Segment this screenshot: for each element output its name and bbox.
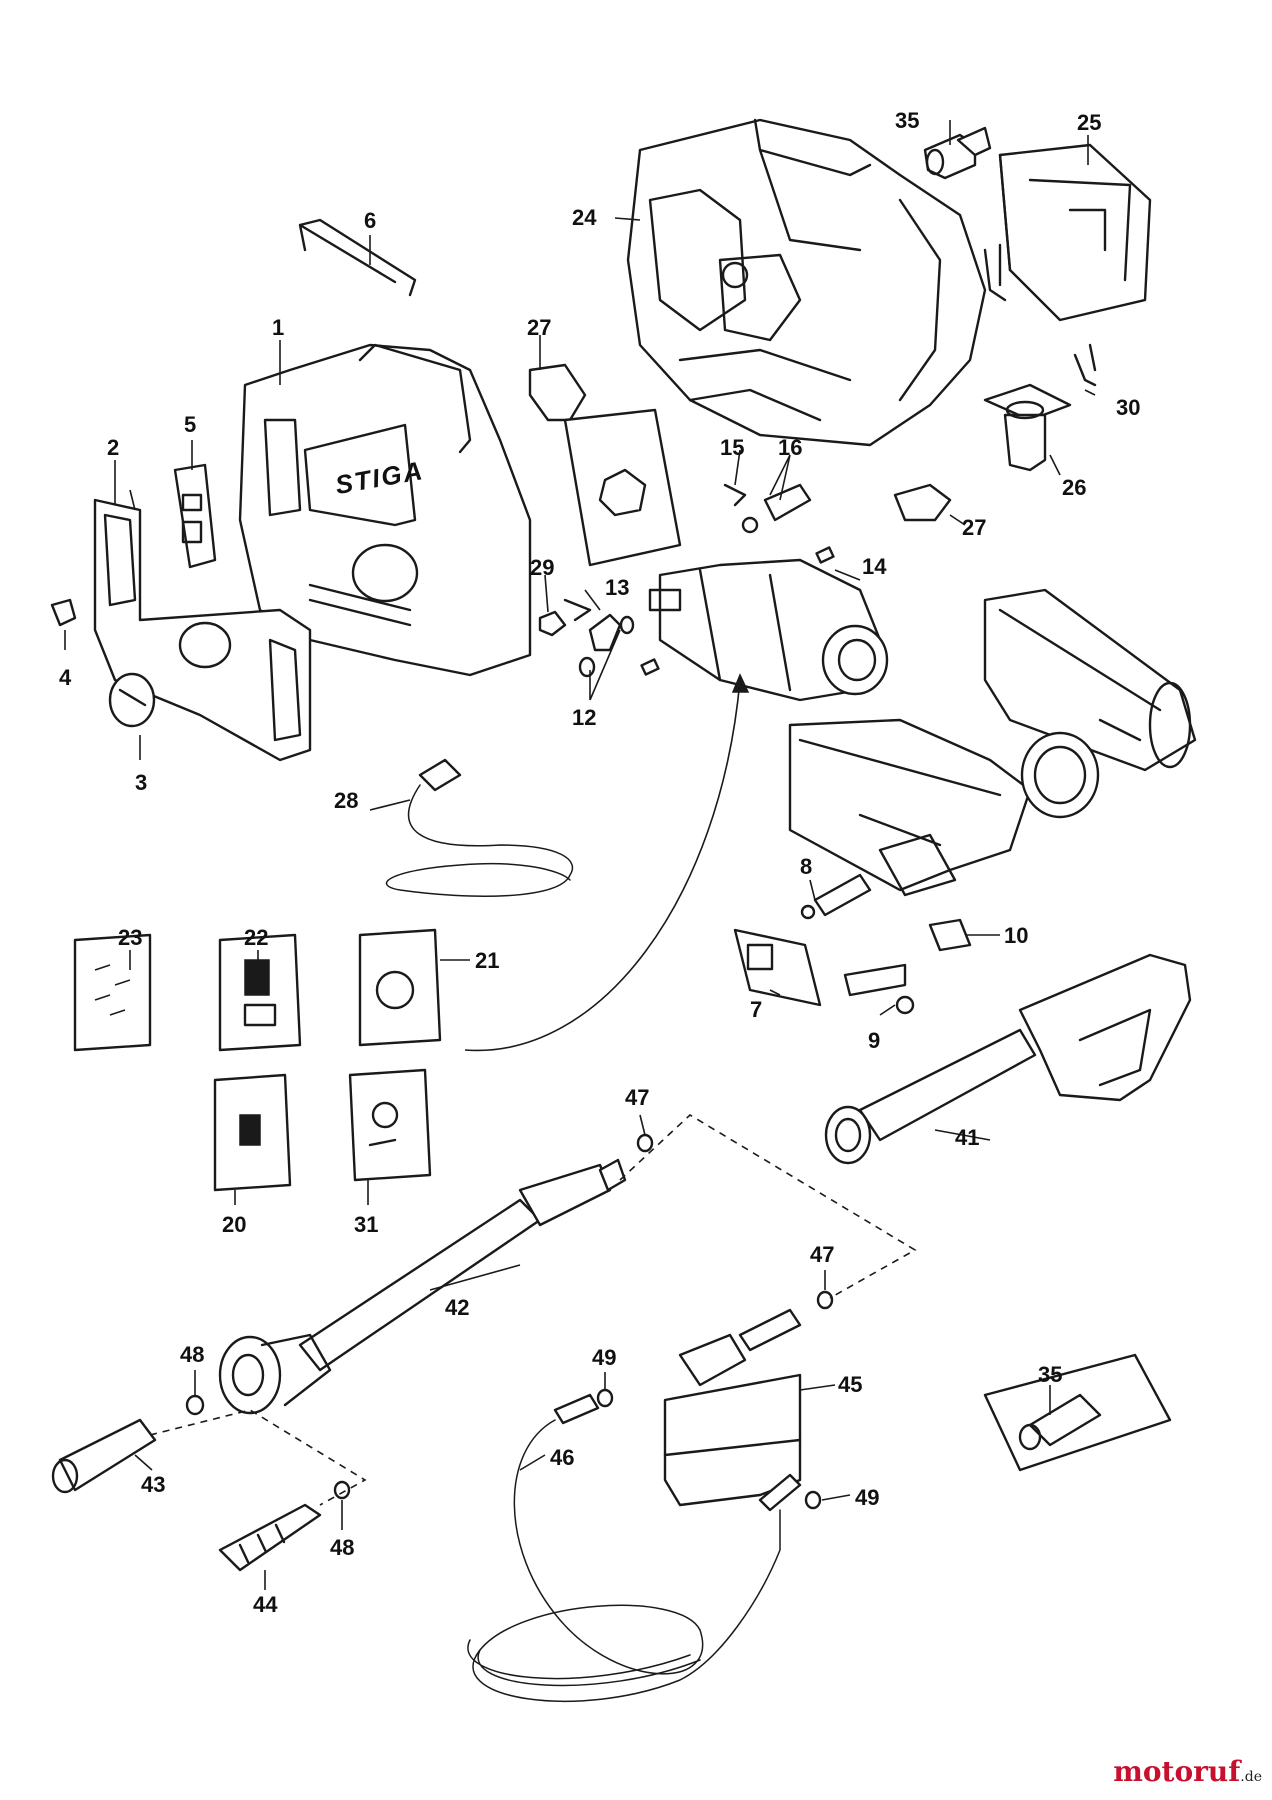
callout-5: 5 [184, 412, 196, 437]
part-6-handle-bar [298, 218, 417, 297]
part-3-knob [108, 672, 156, 728]
part-31-accessory-bag [348, 1068, 432, 1182]
callout-16: 16 [778, 435, 802, 460]
part-10-switch [928, 918, 972, 952]
motor-cover-upper [983, 588, 1197, 772]
part-30-clip [1073, 343, 1097, 387]
callout-12: 12 [572, 705, 596, 730]
callout-26: 26 [1062, 475, 1086, 500]
gasket-plate [563, 408, 682, 567]
callout-47a: 47 [625, 1085, 649, 1110]
callout-2: 2 [107, 435, 119, 460]
callout-45: 45 [838, 1372, 862, 1397]
part-35-connector-bag [983, 1353, 1172, 1472]
part-42-lance [218, 1158, 627, 1415]
callout-46: 46 [550, 1445, 574, 1470]
part-12-valve [578, 613, 635, 678]
pin-a [815, 546, 835, 564]
part-8-sensor [800, 873, 872, 920]
watermark-logo: motoruf.de [1113, 1755, 1262, 1788]
callout-15: 15 [720, 435, 744, 460]
part-35-inlet-connector [923, 126, 992, 180]
part-47-o-ring-a [636, 1133, 654, 1153]
part-16-fitting [741, 483, 812, 534]
part-24-rear-housing [626, 118, 987, 447]
part-49-o-ring-b [804, 1490, 822, 1510]
part-14-pump-motor [648, 558, 889, 702]
dashed-assembly-line-nozzle [149, 1409, 367, 1506]
part-27-bracket-top [528, 363, 587, 422]
callout-6: 6 [364, 208, 376, 233]
motor-cover-lower [788, 718, 1100, 897]
callout-28: 28 [334, 788, 358, 813]
part-21-accessory-bag [358, 928, 442, 1047]
part-13-clip [563, 598, 592, 622]
part-27-bracket-right [893, 483, 952, 522]
callout-41: 41 [955, 1125, 979, 1150]
callout-10: 10 [1004, 923, 1028, 948]
callout-29: 29 [530, 555, 554, 580]
assembly-arrow [464, 679, 741, 1052]
part-4-clip [50, 598, 77, 627]
callout-48a: 48 [180, 1342, 204, 1367]
callout-22: 22 [244, 925, 268, 950]
part-23-screw-bag [73, 933, 152, 1052]
part-9-wire-harness [843, 963, 915, 1015]
part-48-o-ring-b [333, 1480, 351, 1500]
watermark-suffix: .de [1240, 1769, 1262, 1785]
callout-35a: 35 [895, 108, 919, 133]
callout-numbers: 1 2 3 4 5 6 7 8 9 10 12 13 14 15 16 20 2… [59, 108, 1140, 1617]
callout-23: 23 [118, 925, 142, 950]
clip-upper [983, 243, 1007, 302]
part-43-nozzle [51, 1418, 157, 1494]
callout-1: 1 [272, 315, 284, 340]
part-48-o-ring-a [185, 1394, 205, 1416]
callout-48b: 48 [330, 1535, 354, 1560]
callout-21: 21 [475, 948, 499, 973]
callout-24: 24 [572, 205, 597, 230]
callout-3: 3 [135, 770, 147, 795]
callout-43: 43 [141, 1472, 165, 1497]
callout-25: 25 [1077, 110, 1101, 135]
callout-49b: 49 [855, 1485, 879, 1510]
watermark-text: motoruf [1113, 1755, 1241, 1788]
callout-7: 7 [750, 997, 762, 1022]
callout-30: 30 [1116, 395, 1140, 420]
part-44-turbo-nozzle [218, 1503, 322, 1572]
callout-27a: 27 [527, 315, 551, 340]
callout-20: 20 [222, 1212, 246, 1237]
part-28-power-cord [385, 758, 574, 897]
callout-27b: 27 [962, 515, 986, 540]
callout-9: 9 [868, 1028, 880, 1053]
part-26-cup [983, 383, 1072, 472]
callout-47b: 47 [810, 1242, 834, 1267]
part-20-accessory-bag [213, 1073, 292, 1192]
dashed-assembly-line-gun [619, 1114, 917, 1299]
part-45-detergent-tank [663, 1308, 802, 1507]
callout-8: 8 [800, 854, 812, 879]
part-46-hose [467, 1393, 802, 1702]
callout-44: 44 [253, 1592, 278, 1617]
callout-49a: 49 [592, 1345, 616, 1370]
part-41-spray-gun [824, 953, 1192, 1165]
part-29-nut [538, 610, 567, 637]
part-7-circuit-board [733, 928, 822, 1007]
callout-4: 4 [59, 665, 72, 690]
callout-31: 31 [354, 1212, 378, 1237]
part-5-switch-panel [173, 463, 217, 569]
arrow-head [731, 673, 750, 693]
part-49-o-ring-a [596, 1388, 614, 1408]
callout-14: 14 [862, 554, 887, 579]
callout-42: 42 [445, 1295, 469, 1320]
pin-b [640, 658, 660, 676]
callout-35b: 35 [1038, 1362, 1062, 1387]
part-22-label-bag [218, 933, 302, 1052]
part-25-cover [998, 143, 1152, 322]
part-47-o-ring-b [816, 1290, 834, 1310]
part-15-clip [723, 483, 747, 507]
part-2-front-panel [93, 498, 312, 762]
leader-lines [64, 120, 1096, 1590]
callout-13: 13 [605, 575, 629, 600]
